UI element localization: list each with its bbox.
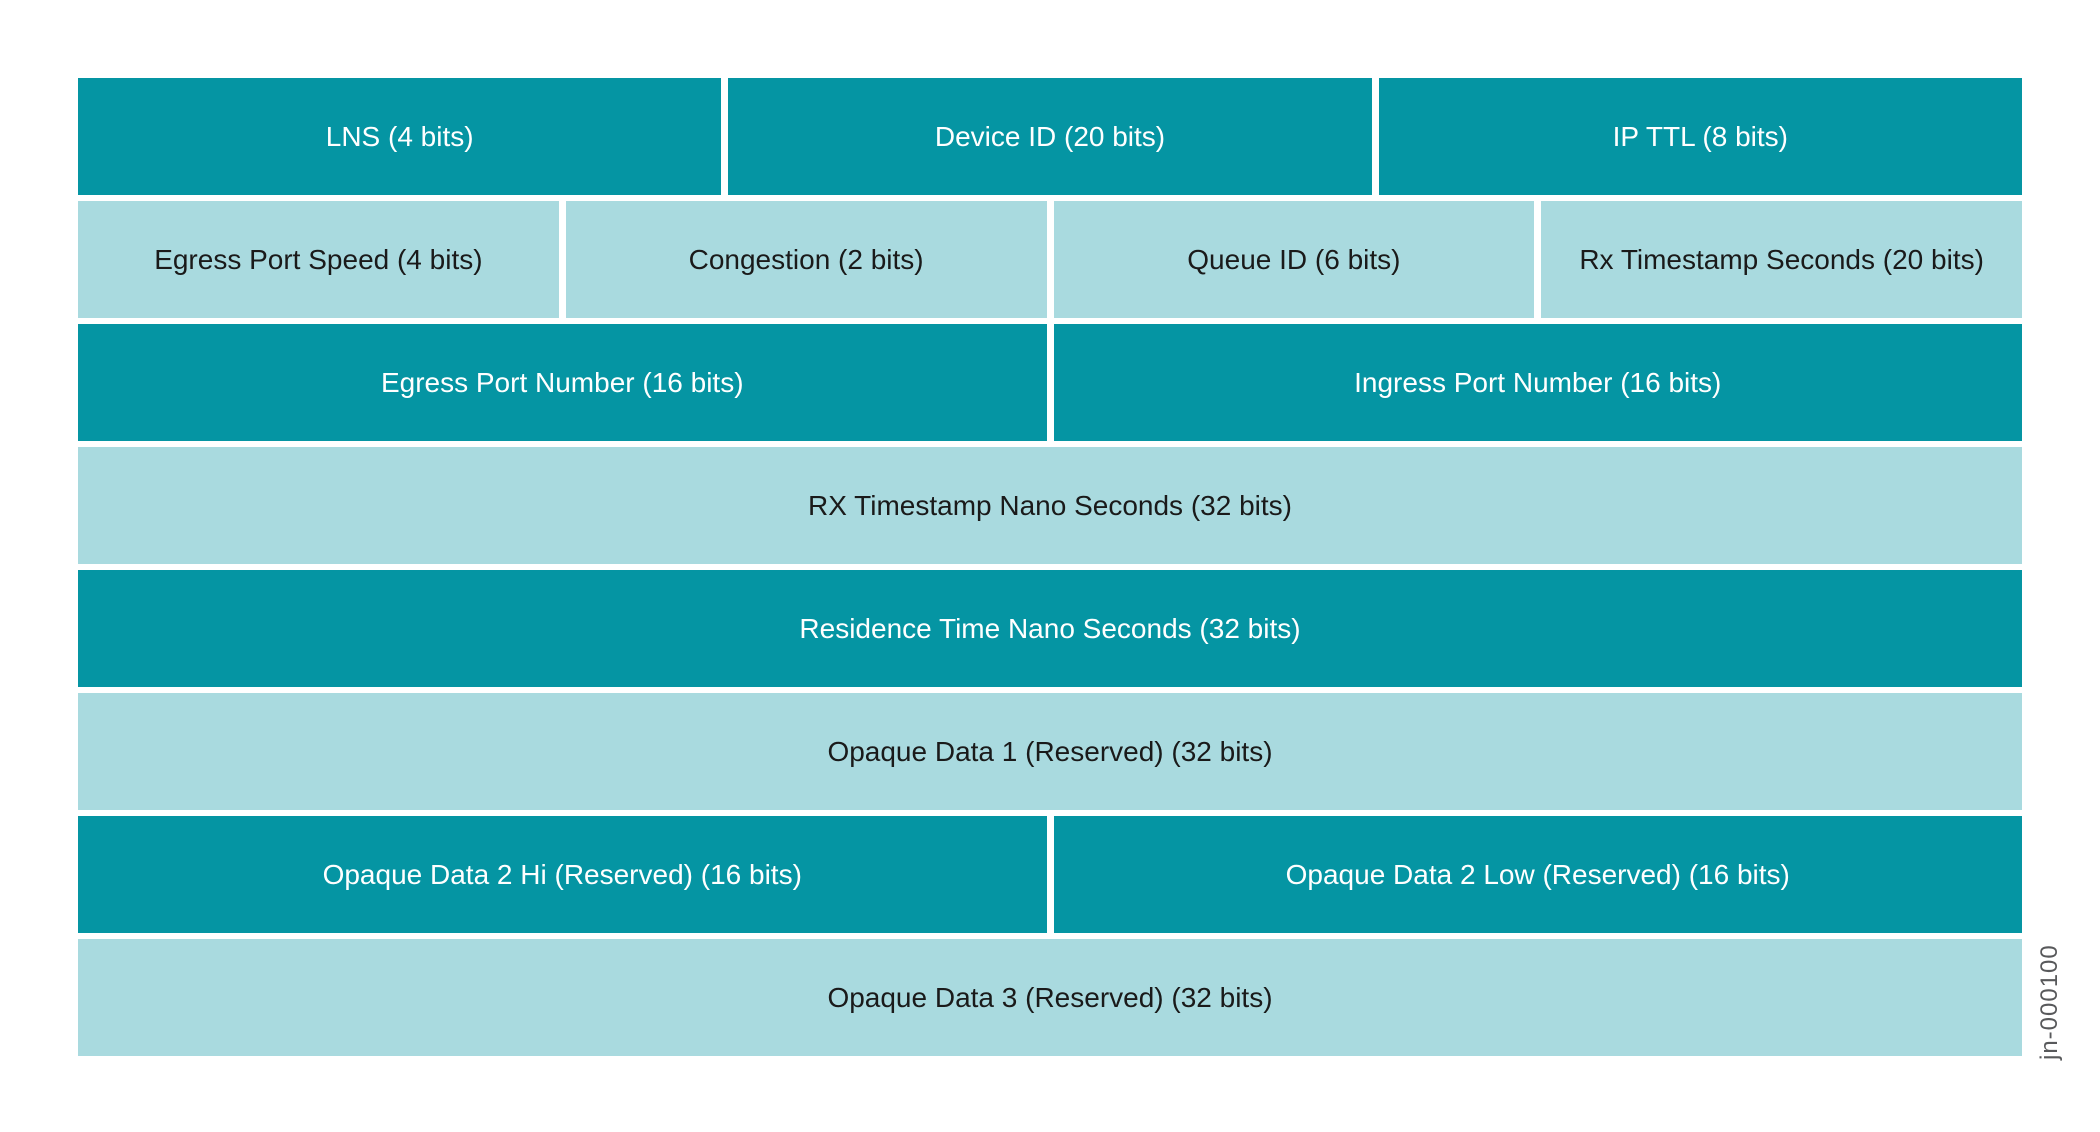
diagram-row-8: Opaque Data 3 (Reserved) (32 bits) xyxy=(78,939,2022,1056)
field-opaque-data-1: Opaque Data 1 (Reserved) (32 bits) xyxy=(78,693,2022,810)
field-residence-time-nano-seconds: Residence Time Nano Seconds (32 bits) xyxy=(78,570,2022,687)
field-device-id: Device ID (20 bits) xyxy=(728,78,1372,195)
packet-header-field-diagram: LNS (4 bits) Device ID (20 bits) IP TTL … xyxy=(78,78,2022,1056)
diagram-row-4: RX Timestamp Nano Seconds (32 bits) xyxy=(78,447,2022,564)
field-label: IP TTL (8 bits) xyxy=(1612,120,1788,152)
field-label: LNS (4 bits) xyxy=(325,120,474,152)
field-label: Opaque Data 1 (Reserved) (32 bits) xyxy=(827,735,1273,767)
field-label: Opaque Data 3 (Reserved) (32 bits) xyxy=(827,981,1273,1013)
field-label: Opaque Data 2 Hi (Reserved) (16 bits) xyxy=(322,858,802,890)
field-lns: LNS (4 bits) xyxy=(78,78,722,195)
field-label: Opaque Data 2 Low (Reserved) (16 bits) xyxy=(1285,858,1790,890)
figure-id-label: jn-000100 xyxy=(2036,944,2063,1060)
diagram-row-6: Opaque Data 1 (Reserved) (32 bits) xyxy=(78,693,2022,810)
field-opaque-data-2-low: Opaque Data 2 Low (Reserved) (16 bits) xyxy=(1053,816,2022,933)
field-label: Egress Port Number (16 bits) xyxy=(380,366,744,398)
field-label: Queue ID (6 bits) xyxy=(1187,243,1401,275)
field-label: Residence Time Nano Seconds (32 bits) xyxy=(799,612,1301,644)
field-rx-timestamp-seconds: Rx Timestamp Seconds (20 bits) xyxy=(1541,201,2022,318)
field-label: Ingress Port Number (16 bits) xyxy=(1354,366,1722,398)
field-rx-timestamp-nano-seconds: RX Timestamp Nano Seconds (32 bits) xyxy=(78,447,2022,564)
diagram-row-3: Egress Port Number (16 bits) Ingress Por… xyxy=(78,324,2022,441)
diagram-row-5: Residence Time Nano Seconds (32 bits) xyxy=(78,570,2022,687)
field-label: Device ID (20 bits) xyxy=(934,120,1166,152)
field-label: RX Timestamp Nano Seconds (32 bits) xyxy=(808,489,1292,521)
field-ingress-port-number: Ingress Port Number (16 bits) xyxy=(1053,324,2022,441)
field-label: Egress Port Speed (4 bits) xyxy=(154,243,483,275)
field-queue-id: Queue ID (6 bits) xyxy=(1053,201,1535,318)
field-label: Congestion (2 bits) xyxy=(688,243,924,275)
field-egress-port-speed: Egress Port Speed (4 bits) xyxy=(78,201,559,318)
field-egress-port-number: Egress Port Number (16 bits) xyxy=(78,324,1047,441)
diagram-row-7: Opaque Data 2 Hi (Reserved) (16 bits) Op… xyxy=(78,816,2022,933)
diagram-row-2: Egress Port Speed (4 bits) Congestion (2… xyxy=(78,201,2022,318)
field-congestion: Congestion (2 bits) xyxy=(565,201,1047,318)
diagram-row-1: LNS (4 bits) Device ID (20 bits) IP TTL … xyxy=(78,78,2022,195)
field-opaque-data-2-hi: Opaque Data 2 Hi (Reserved) (16 bits) xyxy=(78,816,1047,933)
field-label: Rx Timestamp Seconds (20 bits) xyxy=(1579,243,1984,275)
field-ip-ttl: IP TTL (8 bits) xyxy=(1378,78,2022,195)
field-opaque-data-3: Opaque Data 3 (Reserved) (32 bits) xyxy=(78,939,2022,1056)
